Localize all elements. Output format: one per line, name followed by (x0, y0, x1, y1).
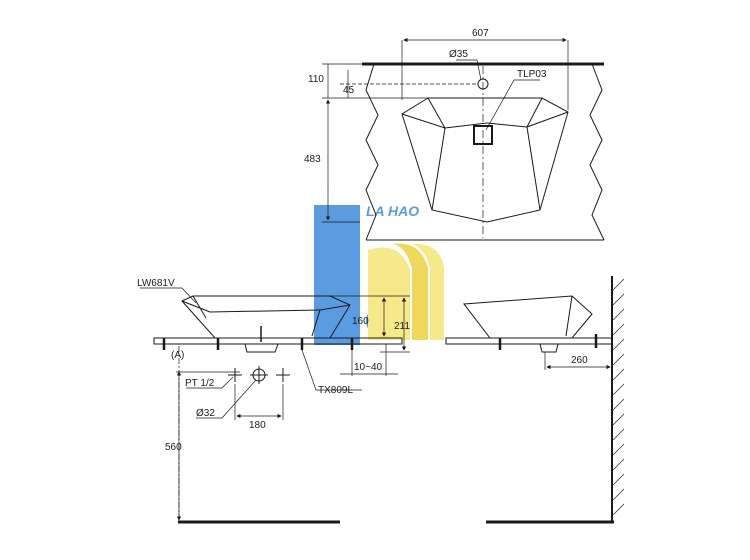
width-label: 607 (472, 28, 489, 39)
watermark-blue-bar (314, 205, 360, 345)
top-view (322, 37, 605, 241)
front-view (140, 287, 410, 524)
height-label: 560 (165, 442, 182, 453)
basin-side-inner (565, 295, 573, 337)
watermark-yellow-arc-3 (412, 243, 444, 340)
faucet-label: TX809L (318, 385, 353, 396)
pipe-leader (186, 376, 234, 389)
basin-inner-1 (401, 113, 446, 129)
basin-inner-6 (526, 126, 541, 211)
dim-range-label: 10~40 (354, 362, 383, 373)
basin-inner-8 (526, 97, 543, 128)
drain-part-label: TLP03 (517, 69, 547, 80)
basin-inner-3 (486, 122, 528, 128)
side-view (445, 276, 614, 524)
dim-160-label: 160 (352, 316, 369, 327)
top-view-labels: 607 Ø35 TLP03 110 45 483 (304, 28, 547, 165)
basin-inner-7 (427, 97, 446, 129)
basin-side-body (463, 295, 593, 339)
watermark-yellow-arc-2 (392, 243, 428, 340)
basin-front-rim-2 (181, 300, 211, 313)
watermark-text: LA HAO (366, 203, 419, 219)
depth-label: 260 (571, 355, 588, 366)
top-break-right (589, 63, 605, 241)
front-view-labels: LW681V 160 211 10~40 (A) PT 1/2 Ø32 180 … (137, 278, 410, 453)
basin-front-rim (192, 295, 207, 319)
watermark-logo: LA HAO (314, 203, 444, 345)
hole-leader (456, 59, 482, 81)
top-break-left (365, 63, 379, 241)
basin-inner-4 (526, 111, 569, 128)
wall-hatch (612, 278, 625, 516)
mark-a-label: (A) (171, 350, 184, 361)
basin-front-rim-3 (209, 309, 321, 313)
dim-211-label: 211 (394, 321, 410, 332)
model-label: LW681V (137, 278, 175, 289)
dim-483-label: 483 (304, 154, 321, 165)
front-counter (153, 337, 403, 345)
basin-inner-2 (444, 122, 488, 129)
watermark-yellow-arc-1 (368, 247, 410, 340)
tlp03-leader (485, 79, 540, 131)
drain-leader (196, 379, 257, 419)
drain-body (244, 343, 279, 353)
pipe-label: PT 1/2 (185, 378, 215, 389)
basin-inner-5 (431, 127, 446, 211)
basin-front-rim-4 (319, 304, 351, 311)
spacing-label: 180 (249, 420, 266, 431)
model-leader (140, 287, 197, 304)
hole-diameter-label: Ø35 (449, 49, 468, 60)
drain-diameter-label: Ø32 (196, 408, 215, 419)
side-drain (539, 343, 559, 353)
side-view-labels: 260 (571, 355, 588, 366)
dim-110-label: 110 (308, 74, 324, 85)
basin-top-outline (401, 97, 569, 223)
basin-front-inner (311, 309, 321, 337)
dim-45-label: 45 (343, 85, 355, 96)
side-counter (445, 337, 613, 345)
faucet-leader (301, 349, 362, 391)
